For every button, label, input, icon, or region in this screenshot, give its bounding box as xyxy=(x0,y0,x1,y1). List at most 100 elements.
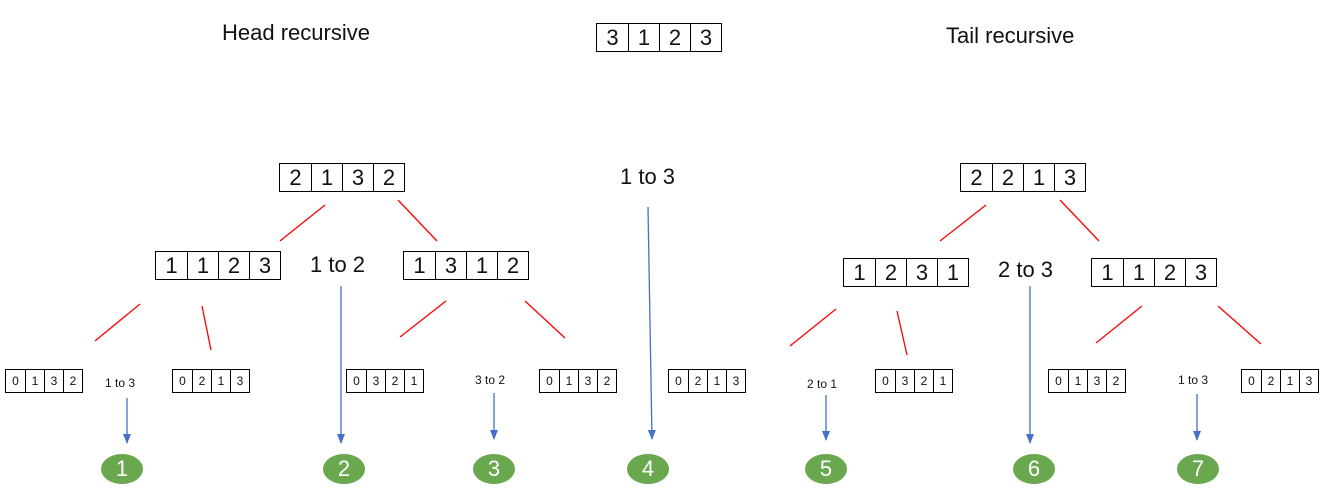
array-cell: 3 xyxy=(44,370,63,392)
array-cell: 3 xyxy=(366,370,385,392)
head-level3-array-1: 0 1 3 2 xyxy=(5,369,83,393)
step-marker-1: 1 xyxy=(101,454,143,484)
array-cell: 1 xyxy=(1101,259,1114,285)
array-cell: 2 xyxy=(373,164,404,191)
branch-line xyxy=(399,300,447,338)
array-cell: 2 xyxy=(1106,370,1125,392)
array-cell: 0 xyxy=(546,374,553,388)
move-label-4: 1 to 3 xyxy=(620,164,676,189)
array-cell: 3 xyxy=(230,370,249,392)
array-cell: 3 xyxy=(690,24,721,51)
array-cell: 1 xyxy=(1023,164,1054,191)
head-level2-left-array: 1 1 2 3 xyxy=(155,251,281,280)
move-label-1: 1 to 3 xyxy=(105,376,136,390)
tail-level2-left-array: 1 2 3 1 xyxy=(843,258,969,287)
array-cell: 3 xyxy=(249,252,280,279)
tail-level3-array-3: 0 1 3 2 xyxy=(1048,369,1126,393)
array-cell: 0 xyxy=(353,374,360,388)
array-cell: 2 xyxy=(192,370,211,392)
tail-recursive-title: Tail recursive xyxy=(946,23,1075,48)
array-cell: 2 xyxy=(688,370,707,392)
array-cell: 3 xyxy=(906,259,937,286)
array-cell: 2 xyxy=(970,164,983,190)
move-label-3: 3 to 2 xyxy=(475,373,506,387)
branch-line xyxy=(94,303,141,342)
array-cell: 1 xyxy=(1123,259,1154,286)
move-label-6: 2 to 3 xyxy=(998,257,1054,282)
tail-level1-array: 2 2 1 3 xyxy=(960,163,1086,192)
array-cell: 3 xyxy=(342,164,373,191)
array-cell: 0 xyxy=(1055,374,1062,388)
array-cell: 3 xyxy=(1299,370,1318,392)
array-cell: 2 xyxy=(385,370,404,392)
array-cell: 2 xyxy=(497,252,528,279)
array-cell: 1 xyxy=(404,370,423,392)
root-array: 3 1 2 3 xyxy=(596,23,722,52)
tail-level2-right-array: 1 1 2 3 xyxy=(1091,258,1217,287)
step-marker-2: 2 xyxy=(323,454,365,484)
step-marker-3: 3 xyxy=(473,454,515,484)
branch-line xyxy=(1059,199,1100,242)
array-cell: 1 xyxy=(853,259,866,285)
arrow-to-step-4 xyxy=(647,206,656,440)
branch-line xyxy=(939,204,987,242)
array-cell: 1 xyxy=(413,252,426,278)
array-cell: 1 xyxy=(559,370,578,392)
array-cell: 3 xyxy=(1185,259,1216,286)
tail-level3-array-1: 0 2 1 3 xyxy=(668,369,746,393)
array-cell: 1 xyxy=(466,252,497,279)
array-cell: 1 xyxy=(187,252,218,279)
tail-level3-array-4: 0 2 1 3 xyxy=(1241,369,1319,393)
array-cell: 1 xyxy=(628,24,659,51)
array-cell: 1 xyxy=(1280,370,1299,392)
array-cell: 2 xyxy=(1154,259,1185,286)
array-cell: 3 xyxy=(1054,164,1085,191)
tail-level3-array-2: 0 3 2 1 xyxy=(875,369,953,393)
head-level2-right-array: 1 3 1 2 xyxy=(403,251,529,280)
array-cell: 3 xyxy=(1087,370,1106,392)
array-cell: 1 xyxy=(311,164,342,191)
move-label-2: 1 to 2 xyxy=(310,252,366,277)
branch-line xyxy=(896,310,908,356)
branch-line xyxy=(397,199,438,242)
move-label-5: 2 to 1 xyxy=(807,377,838,391)
array-cell: 1 xyxy=(25,370,44,392)
array-cell: 0 xyxy=(179,374,186,388)
head-level3-array-2: 0 2 1 3 xyxy=(172,369,250,393)
array-cell: 1 xyxy=(937,259,968,286)
array-cell: 2 xyxy=(659,24,690,51)
array-cell: 2 xyxy=(914,370,933,392)
array-cell: 2 xyxy=(289,164,302,190)
array-cell: 3 xyxy=(435,252,466,279)
head-level3-array-3: 0 3 2 1 xyxy=(346,369,424,393)
head-level3-array-4: 0 1 3 2 xyxy=(539,369,617,393)
array-cell: 0 xyxy=(882,374,889,388)
head-recursive-title: Head recursive xyxy=(222,20,370,45)
array-cell: 3 xyxy=(606,24,619,50)
branch-line xyxy=(524,300,566,339)
step-marker-6: 6 xyxy=(1013,454,1055,484)
array-cell: 0 xyxy=(675,374,682,388)
array-cell: 0 xyxy=(12,374,19,388)
array-cell: 1 xyxy=(165,252,178,278)
array-cell: 1 xyxy=(1068,370,1087,392)
branch-line xyxy=(1217,305,1262,345)
branch-line xyxy=(1095,305,1143,344)
array-cell: 2 xyxy=(875,259,906,286)
head-level1-array: 2 1 3 2 xyxy=(279,163,405,192)
array-cell: 2 xyxy=(597,370,616,392)
step-marker-7: 7 xyxy=(1177,454,1219,484)
branch-line xyxy=(201,305,212,351)
array-cell: 0 xyxy=(1248,374,1255,388)
array-cell: 2 xyxy=(63,370,82,392)
branch-line xyxy=(279,204,326,242)
array-cell: 1 xyxy=(933,370,952,392)
array-cell: 1 xyxy=(211,370,230,392)
array-cell: 3 xyxy=(578,370,597,392)
array-cell: 2 xyxy=(218,252,249,279)
array-cell: 3 xyxy=(895,370,914,392)
array-cell: 3 xyxy=(726,370,745,392)
step-marker-5: 5 xyxy=(805,454,847,484)
move-label-7: 1 to 3 xyxy=(1178,373,1209,387)
array-cell: 1 xyxy=(707,370,726,392)
